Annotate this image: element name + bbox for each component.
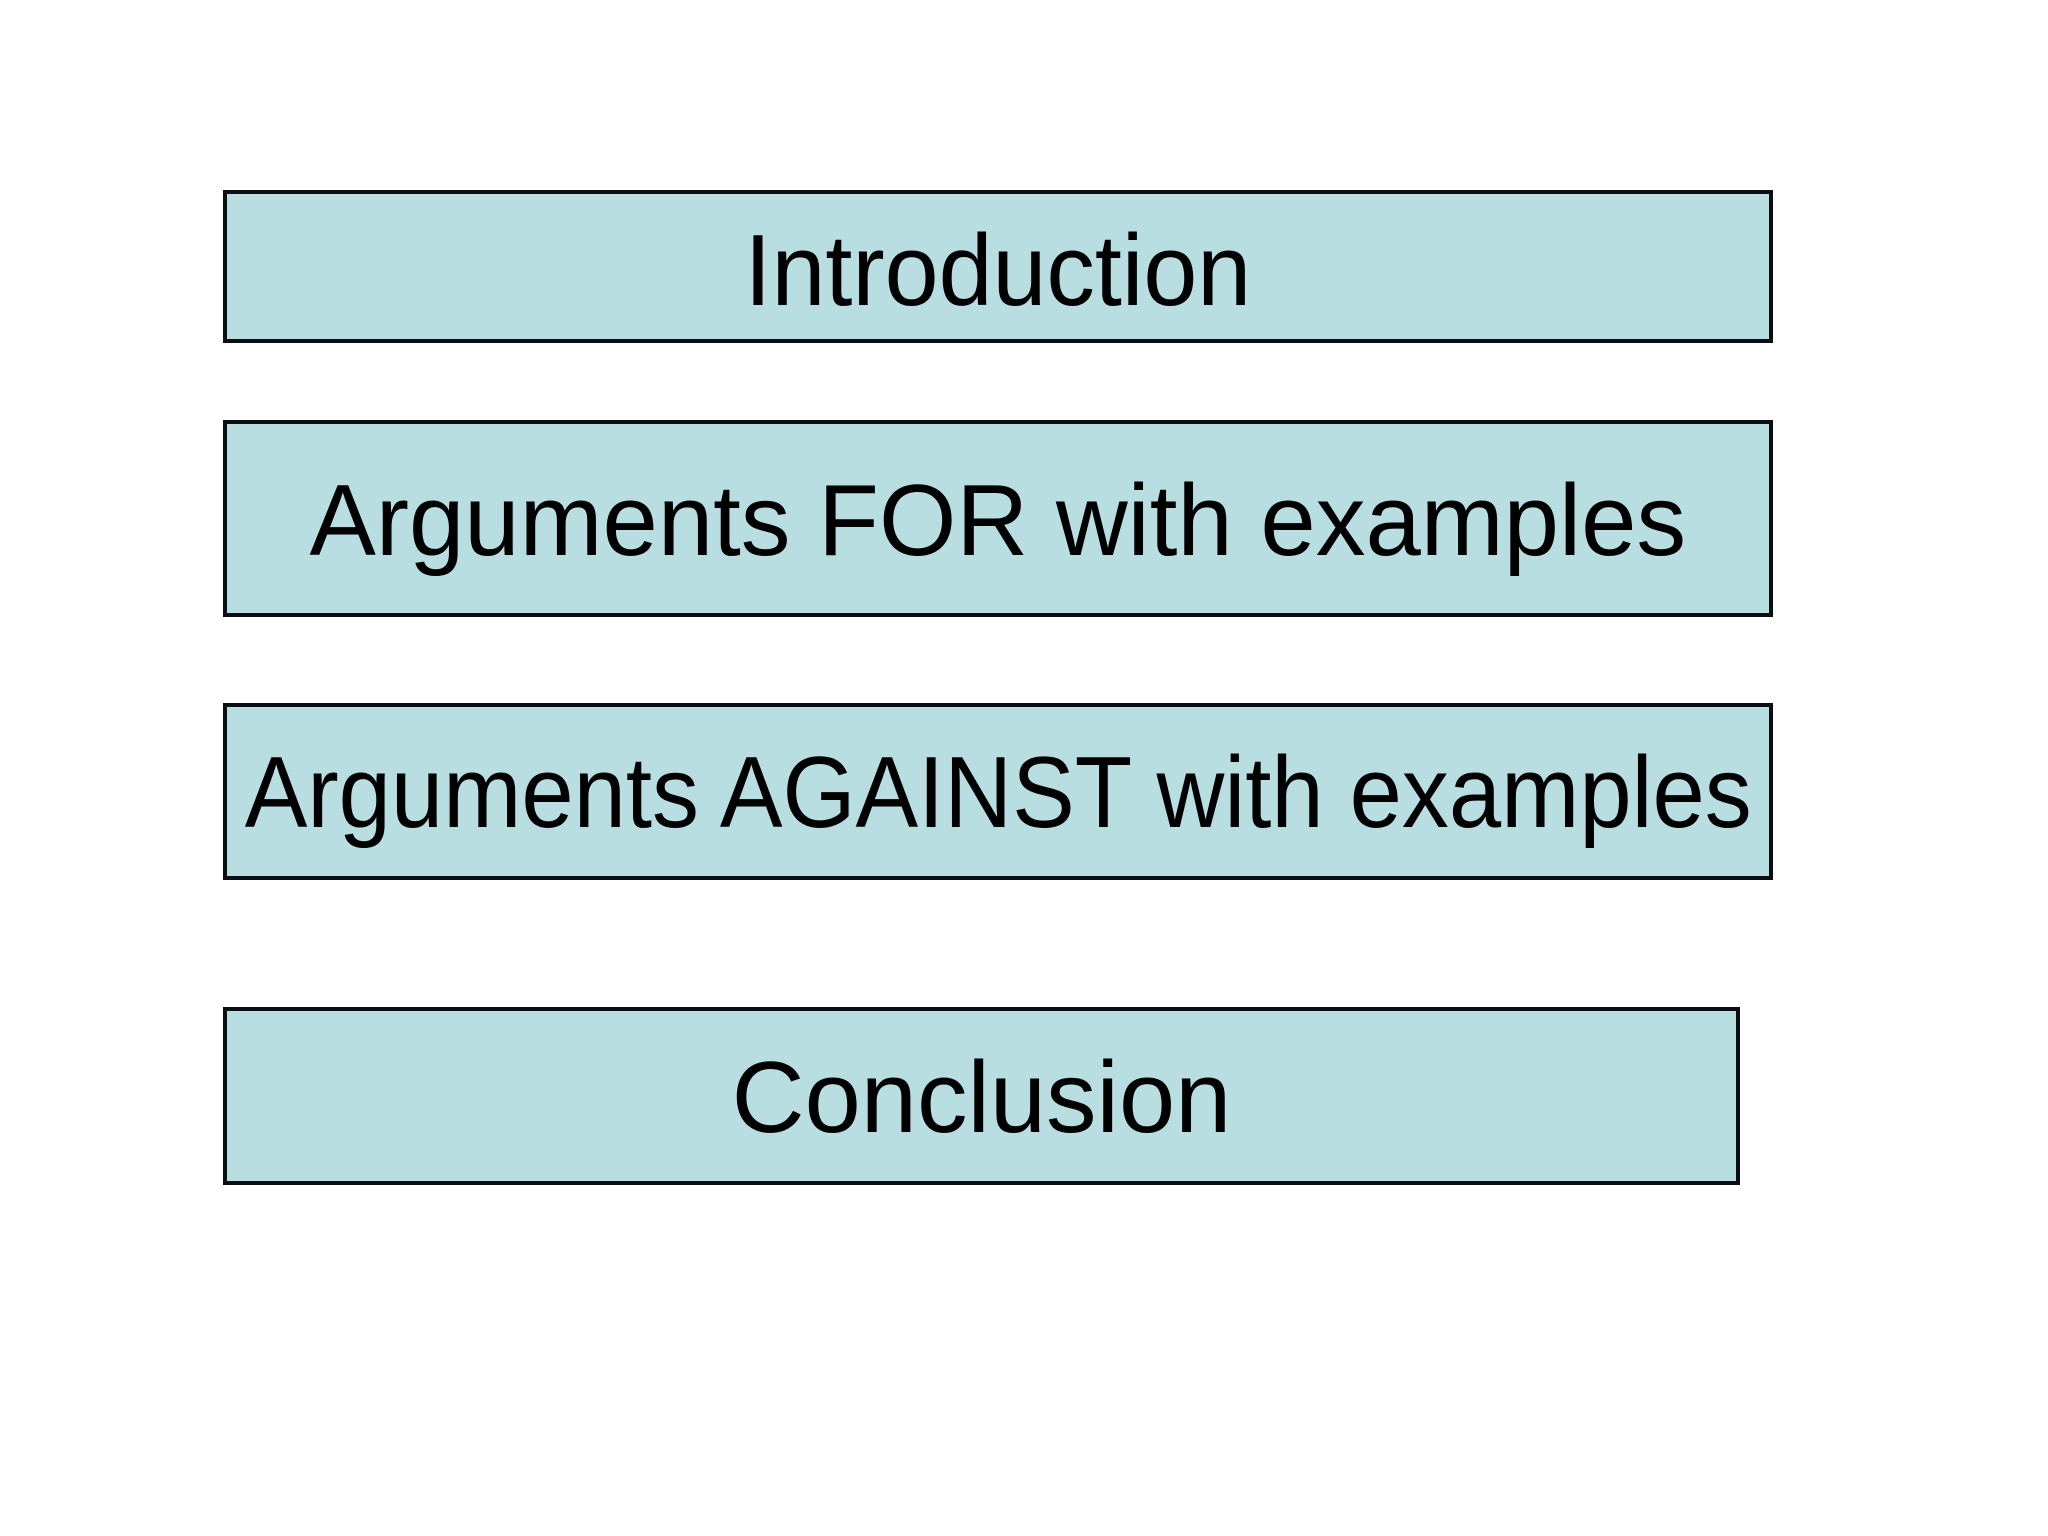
structure-box-label: Arguments AGAINST with examples bbox=[244, 737, 1752, 849]
structure-box-introduction[interactable]: Introduction bbox=[223, 190, 1773, 343]
structure-box-label: Arguments FOR with examples bbox=[309, 465, 1687, 577]
structure-box-arguments-against[interactable]: Arguments AGAINST with examples bbox=[223, 703, 1773, 880]
structure-box-conclusion[interactable]: Conclusion bbox=[223, 1007, 1740, 1185]
structure-box-label: Introduction bbox=[744, 215, 1252, 327]
structure-box-label: Conclusion bbox=[731, 1041, 1232, 1154]
structure-box-arguments-for[interactable]: Arguments FOR with examples bbox=[223, 420, 1773, 617]
